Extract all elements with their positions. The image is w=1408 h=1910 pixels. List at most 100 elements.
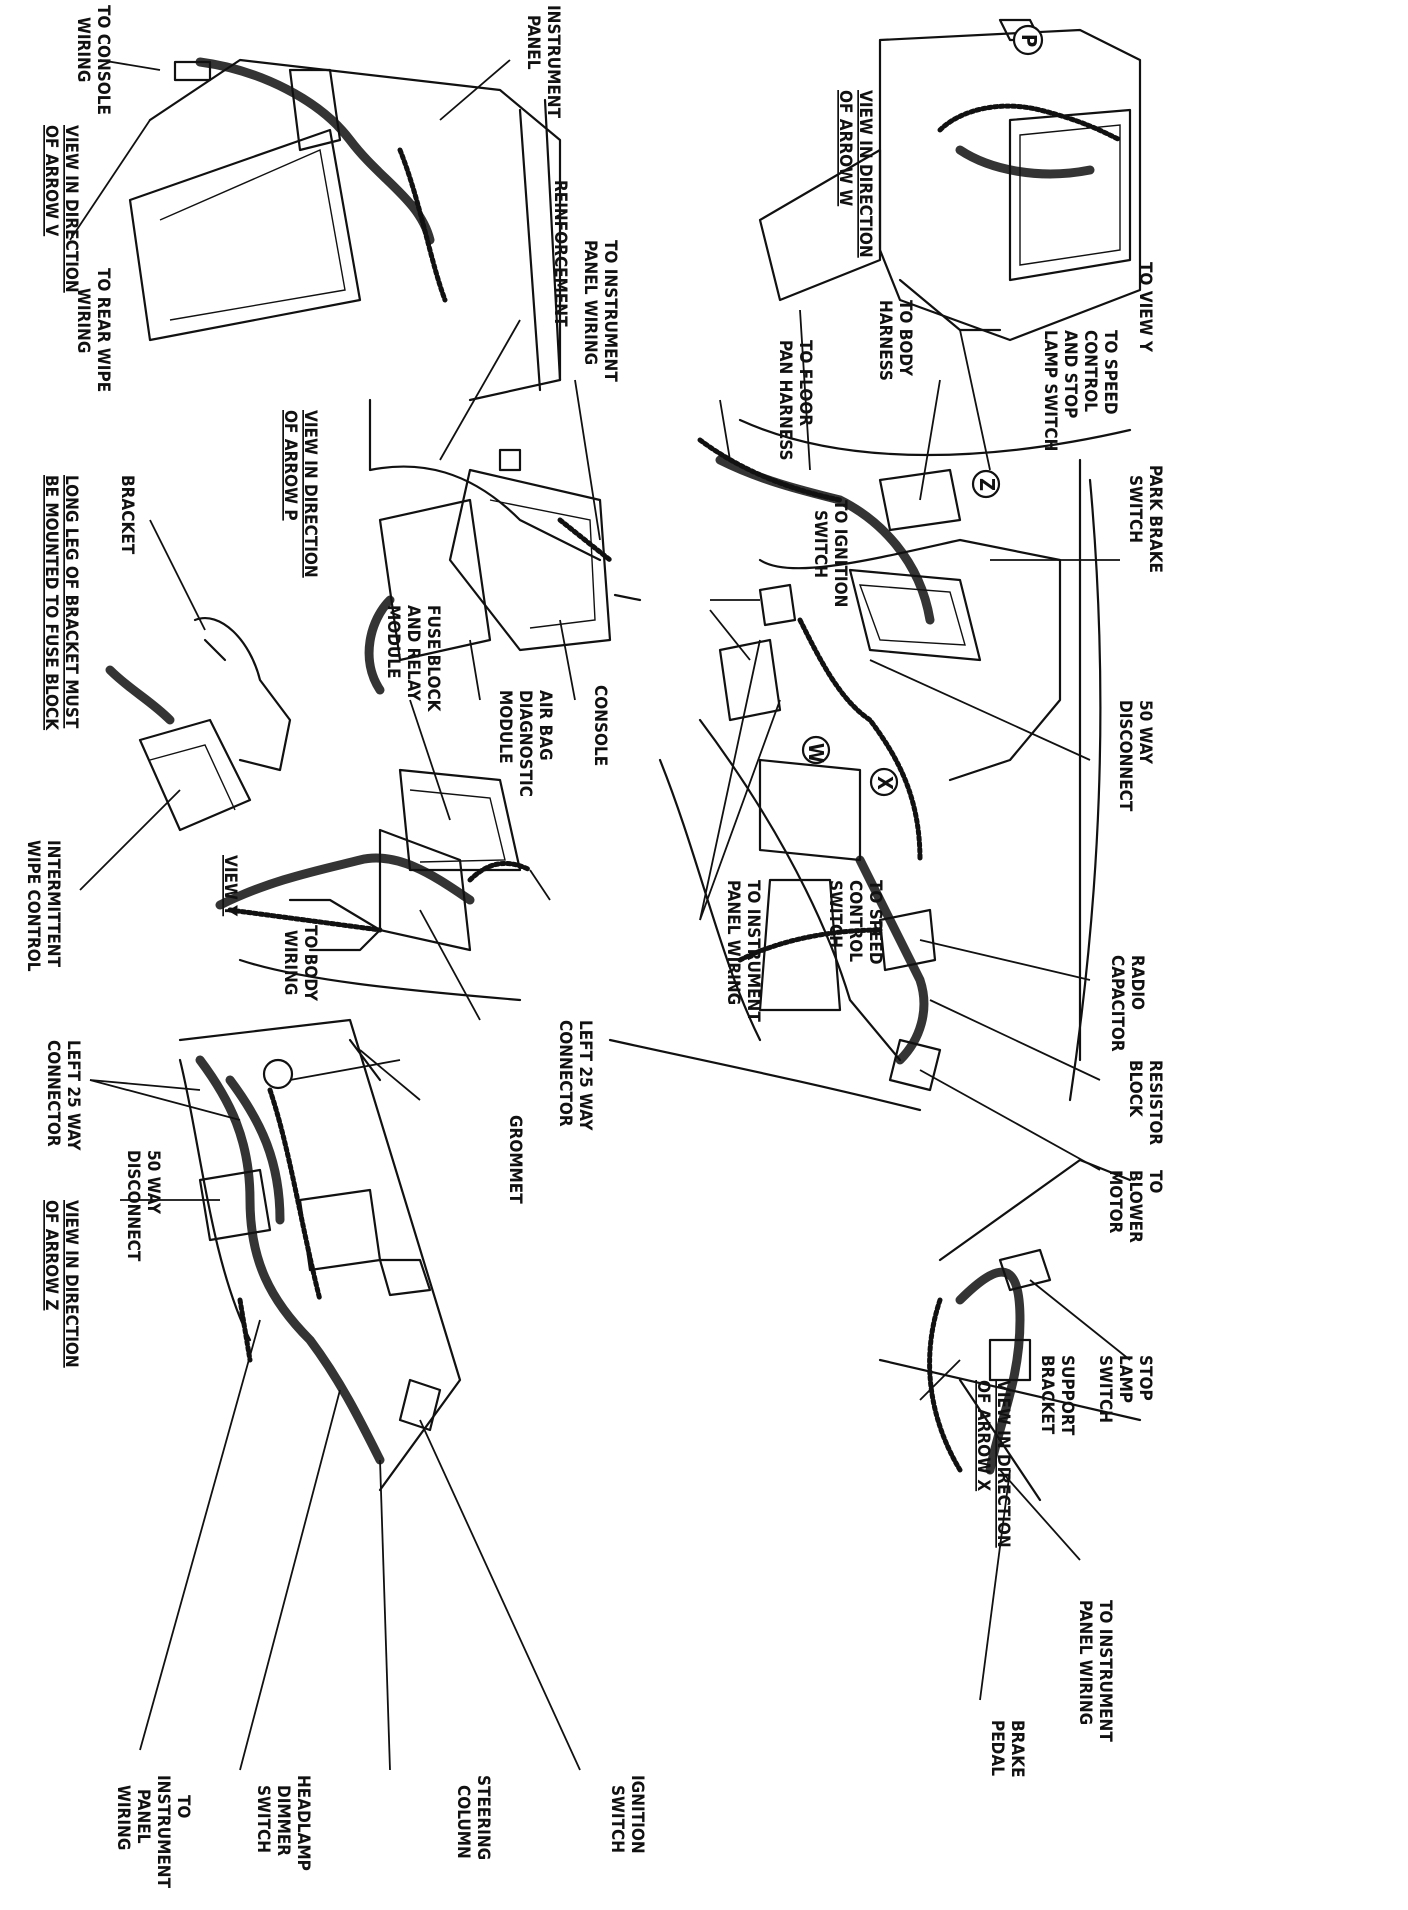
- svg-text:PEDAL: PEDAL: [987, 1720, 1007, 1776]
- svg-text:WIRING: WIRING: [73, 288, 93, 353]
- svg-text:WIPE CONTROL: WIPE CONTROL: [23, 840, 43, 972]
- main-dash-illustration: [608, 418, 1132, 1112]
- svg-text:PARK BRAKE: PARK BRAKE: [1145, 465, 1165, 573]
- svg-text:OF ARROW X: OF ARROW X: [973, 1380, 993, 1491]
- svg-text:HARNESS: HARNESS: [875, 300, 895, 381]
- label-console: CONSOLE: [590, 685, 610, 766]
- arrow-z-tag-circle: [971, 469, 1001, 499]
- svg-text:SUPPORT: SUPPORT: [1057, 1355, 1077, 1436]
- svg-text:TO FLOOR: TO FLOOR: [795, 340, 815, 426]
- svg-text:SWITCH: SWITCH: [607, 1785, 627, 1853]
- svg-text:INSTRUMENT: INSTRUMENT: [153, 1775, 173, 1889]
- label-to-rear-wipe-wiring: TO REAR WIPE WIRING: [73, 268, 113, 392]
- svg-text:DIMMER: DIMMER: [273, 1785, 293, 1856]
- label-to-speed-control-switch: TO SPEED CONTROL SWITCH: [825, 880, 885, 965]
- svg-text:TO SPEED: TO SPEED: [1100, 330, 1120, 415]
- svg-text:CONTROL: CONTROL: [1080, 330, 1100, 412]
- label-to-ignition-switch: TO IGNITION SWITCH: [810, 500, 850, 607]
- svg-text:SWITCH: SWITCH: [1095, 1355, 1115, 1423]
- svg-text:TO SPEED: TO SPEED: [865, 880, 885, 965]
- svg-text:COLUMN: COLUMN: [453, 1785, 473, 1859]
- label-view-y: VIEW Y: [220, 855, 240, 917]
- svg-text:VIEW IN DIRECTION: VIEW IN DIRECTION: [61, 1200, 81, 1368]
- svg-text:BE MOUNTED TO FUSE BLOCK: BE MOUNTED TO FUSE BLOCK: [41, 475, 61, 731]
- label-ignition-switch: IGNITION SWITCH: [607, 1775, 647, 1854]
- svg-text:CONTROL: CONTROL: [845, 880, 865, 962]
- svg-text:X: X: [873, 776, 897, 790]
- svg-text:Z: Z: [975, 478, 999, 491]
- svg-text:OF ARROW Z: OF ARROW Z: [41, 1200, 61, 1310]
- svg-text:DISCONNECT: DISCONNECT: [1115, 700, 1135, 812]
- svg-text:VIEW IN DIRECTION: VIEW IN DIRECTION: [855, 90, 875, 258]
- label-steering-column: STEERING COLUMN: [453, 1775, 493, 1860]
- svg-text:W: W: [804, 743, 828, 763]
- svg-text:CONSOLE: CONSOLE: [590, 685, 610, 766]
- label-fifty-way-disconnect-main: 50 WAY DISCONNECT: [1115, 700, 1155, 812]
- svg-text:TO INSTRUMENT: TO INSTRUMENT: [1095, 1600, 1115, 1742]
- svg-text:BRACKET: BRACKET: [117, 475, 137, 555]
- svg-text:STOP: STOP: [1135, 1355, 1155, 1401]
- label-view-z: VIEW IN DIRECTION OF ARROW Z: [41, 1200, 81, 1368]
- label-to-instrument-panel-wiring-p: TO INSTRUMENT PANEL WIRING: [580, 240, 620, 382]
- svg-text:OF ARROW W: OF ARROW W: [835, 90, 855, 206]
- label-reinforcement: REINFORCEMENT: [550, 180, 570, 327]
- label-bracket: BRACKET: [117, 475, 137, 555]
- label-view-p: VIEW IN DIRECTION OF ARROW P: [280, 410, 320, 578]
- svg-text:WIRING: WIRING: [73, 17, 93, 82]
- svg-text:LAMP SWITCH: LAMP SWITCH: [1040, 330, 1060, 451]
- view-z-illustration: [178, 1018, 462, 1492]
- svg-text:WIRING: WIRING: [113, 1785, 133, 1850]
- svg-text:PANEL WIRING: PANEL WIRING: [580, 240, 600, 365]
- arrow-p-tag: P: [1017, 34, 1041, 47]
- svg-text:SWITCH: SWITCH: [810, 510, 830, 578]
- svg-text:INTERMITTENT: INTERMITTENT: [43, 840, 63, 968]
- svg-text:INSTRUMENT: INSTRUMENT: [543, 5, 563, 119]
- svg-text:PANEL: PANEL: [523, 15, 543, 70]
- svg-text:PANEL WIRING: PANEL WIRING: [1075, 1600, 1095, 1725]
- svg-text:BRACKET: BRACKET: [1037, 1355, 1057, 1435]
- svg-text:BRAKE: BRAKE: [1007, 1720, 1027, 1778]
- svg-text:P: P: [1017, 34, 1041, 47]
- svg-text:TO INSTRUMENT: TO INSTRUMENT: [743, 880, 763, 1022]
- svg-text:TO IGNITION: TO IGNITION: [830, 500, 850, 607]
- svg-text:RESISTOR: RESISTOR: [1145, 1060, 1165, 1145]
- svg-text:TO REAR WIPE: TO REAR WIPE: [93, 268, 113, 392]
- arrow-x-tag-circle: [869, 767, 899, 797]
- leader-lines: [69, 59, 1131, 1771]
- svg-text:LAMP: LAMP: [1115, 1355, 1135, 1403]
- label-radio-capacitor: RADIO CAPACITOR: [1107, 955, 1147, 1052]
- svg-text:MOTOR: MOTOR: [1105, 1170, 1125, 1234]
- svg-text:LONG LEG OF BRACKET MUST: LONG LEG OF BRACKET MUST: [61, 475, 81, 729]
- svg-text:RADIO: RADIO: [1127, 955, 1147, 1010]
- svg-text:SWITCH: SWITCH: [253, 1785, 273, 1853]
- arrow-x-tag: X: [873, 776, 897, 790]
- svg-text:MODULE: MODULE: [495, 690, 515, 764]
- svg-text:MODULE: MODULE: [383, 605, 403, 679]
- label-intermittent-wipe: INTERMITTENT WIPE CONTROL: [23, 840, 63, 972]
- svg-text:PANEL WIRING: PANEL WIRING: [723, 880, 743, 1005]
- svg-text:VIEW Y: VIEW Y: [220, 855, 240, 917]
- arrow-p-tag-circle: [1012, 24, 1044, 56]
- svg-text:50 WAY: 50 WAY: [1135, 700, 1155, 765]
- label-park-brake-switch: PARK BRAKE SWITCH: [1125, 465, 1165, 573]
- label-fuse-block: FUSE BLOCK AND RELAY MODULE: [383, 605, 443, 713]
- svg-text:SWITCH: SWITCH: [1125, 475, 1145, 543]
- label-view-w: VIEW IN DIRECTION OF ARROW W: [835, 90, 875, 258]
- label-brake-pedal: BRAKE PEDAL: [987, 1720, 1027, 1778]
- svg-text:OF ARROW P: OF ARROW P: [280, 410, 300, 521]
- label-headlamp-dimmer: HEADLAMP DIMMER SWITCH: [253, 1775, 313, 1871]
- label-air-bag-module: AIR BAG DIAGNOSTIC MODULE: [495, 690, 555, 797]
- svg-text:IGNITION: IGNITION: [627, 1775, 647, 1854]
- svg-text:AND STOP: AND STOP: [1060, 330, 1080, 418]
- label-left-25-way-z: LEFT 25 WAY CONNECTOR: [43, 1040, 83, 1151]
- svg-text:BLOCK: BLOCK: [1125, 1060, 1145, 1118]
- label-instrument-panel: INSTRUMENT PANEL: [523, 5, 563, 119]
- svg-text:OF ARROW V: OF ARROW V: [41, 125, 61, 236]
- label-view-v: VIEW IN DIRECTION OF ARROW V: [41, 125, 81, 293]
- svg-text:AND RELAY: AND RELAY: [403, 605, 423, 702]
- svg-text:VIEW IN DIRECTION: VIEW IN DIRECTION: [300, 410, 320, 578]
- label-support-bracket: SUPPORT BRACKET: [1037, 1355, 1077, 1436]
- label-to-blower-motor: TO BLOWER MOTOR: [1105, 1170, 1165, 1243]
